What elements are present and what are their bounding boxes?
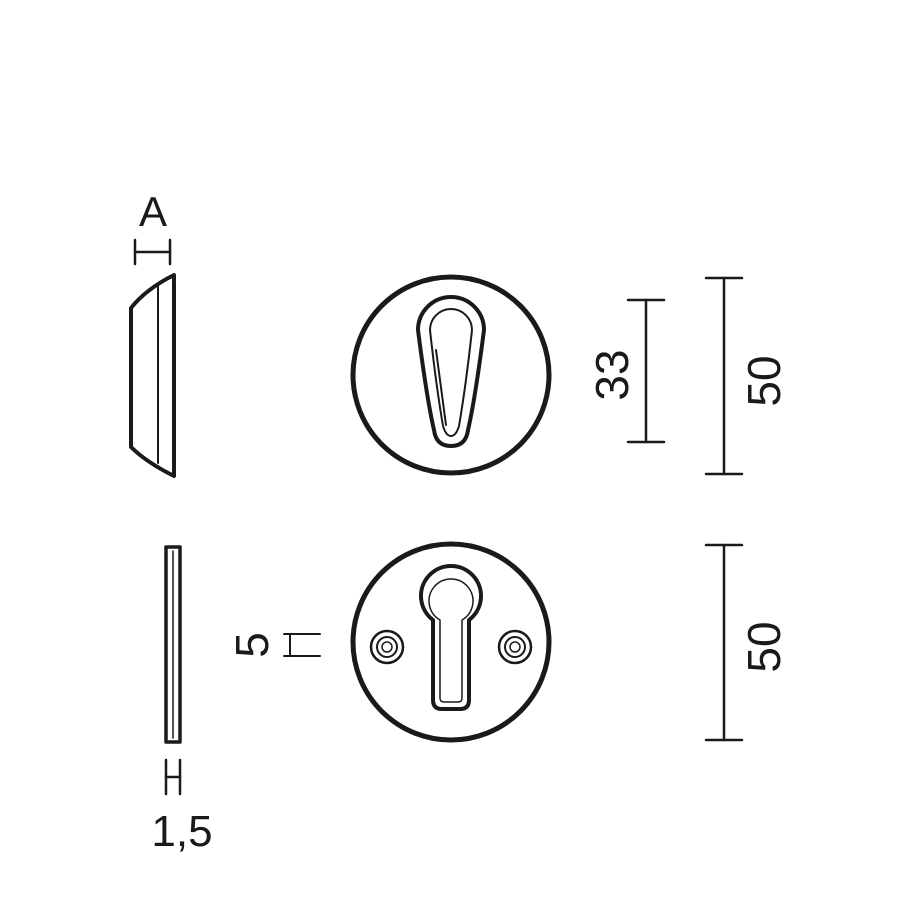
- rosette-diameter-bottom-label: 50: [738, 621, 790, 672]
- flat-rosette-side-view: [164, 545, 182, 744]
- screw-hole-left-icon: [369, 629, 405, 665]
- rosette-diameter-bottom-dimension: [704, 543, 744, 742]
- screw-offset-label: 5: [226, 632, 278, 658]
- plate-thickness-label: 1,5: [151, 807, 212, 856]
- screw-hole-right-icon: [497, 629, 533, 665]
- thickness-a-dimension: [133, 238, 172, 266]
- screw-rosette-front-view: [350, 541, 552, 743]
- plate-thickness-dimension: [164, 758, 182, 796]
- thickness-a-label: A: [139, 188, 167, 235]
- rosette-diameter-top-label: 50: [738, 355, 790, 406]
- cylinder-height-label: 33: [586, 349, 638, 400]
- conical-rosette-side-view: [129, 273, 176, 478]
- cylinder-height-dimension: [626, 298, 666, 444]
- cylinder-rosette-front-view: [350, 274, 552, 476]
- screw-offset-dimension: [283, 633, 321, 657]
- rosette-diameter-top-dimension: [704, 276, 744, 476]
